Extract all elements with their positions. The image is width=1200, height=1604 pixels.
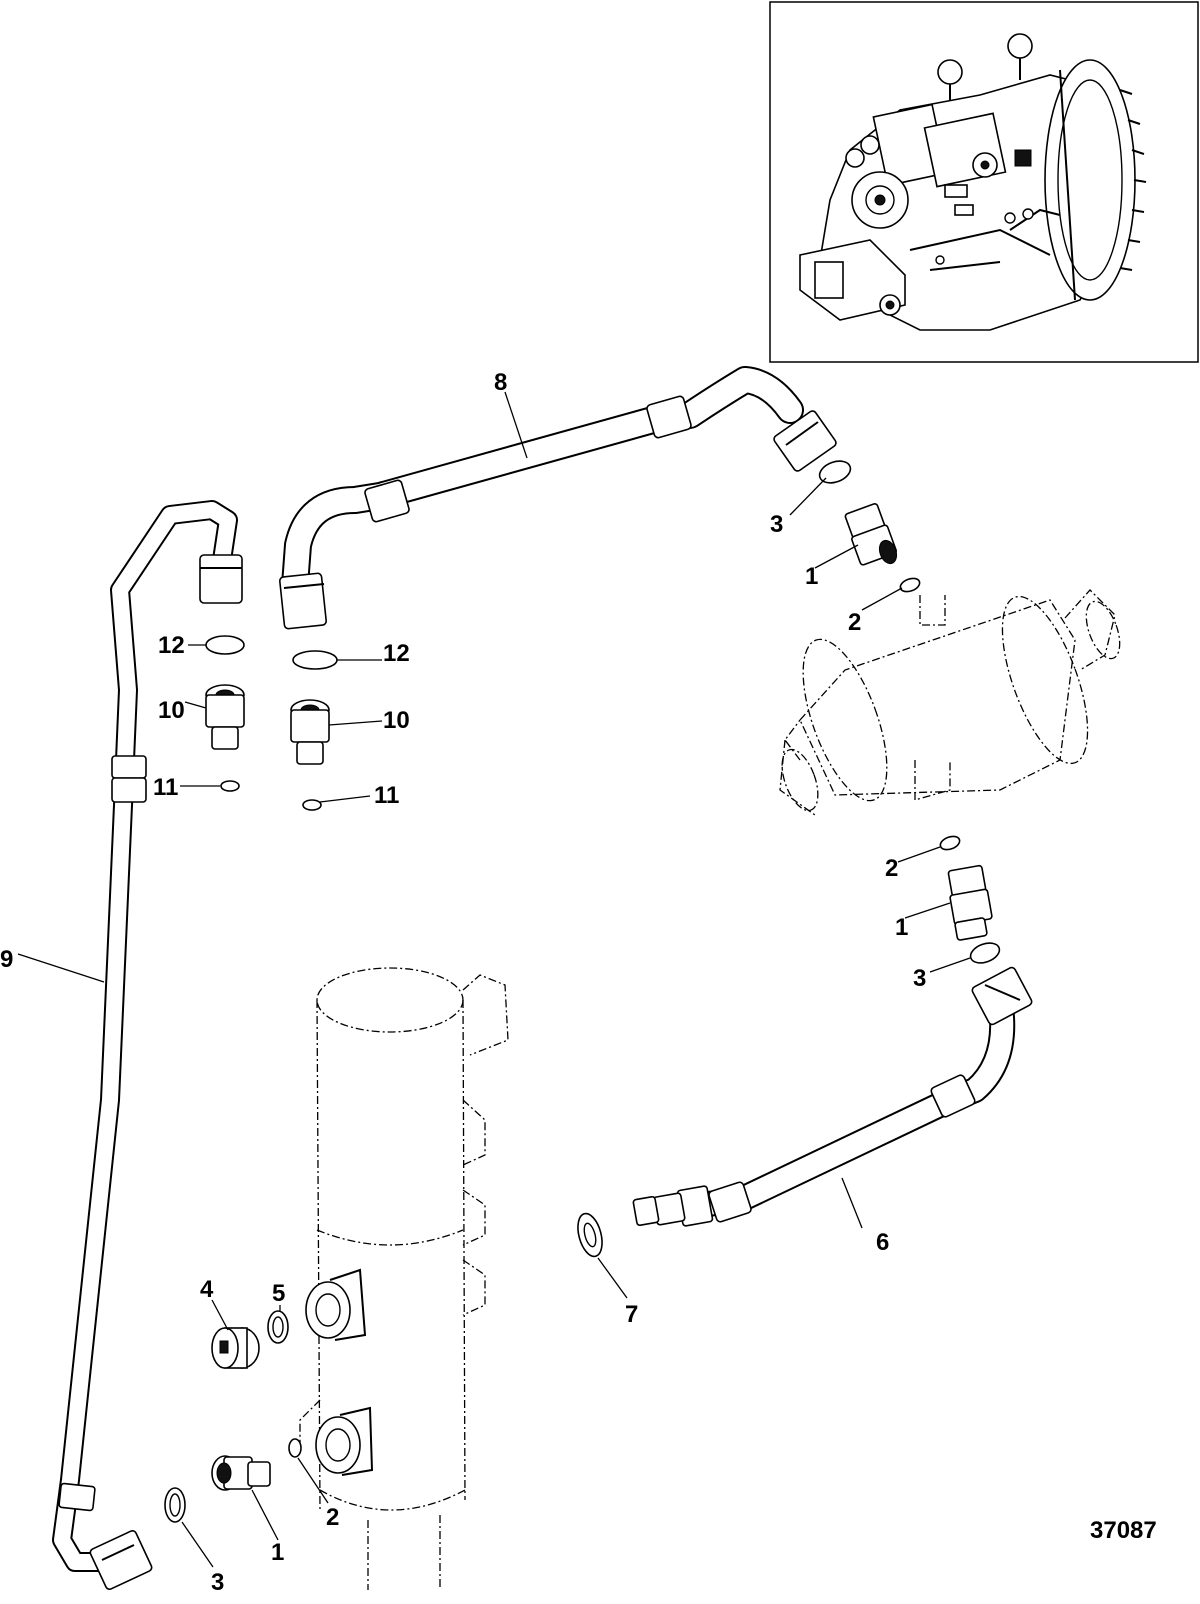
callout-6: 6 bbox=[876, 1229, 889, 1256]
o-ring-11b bbox=[302, 799, 322, 811]
sealing-washer-3a bbox=[818, 460, 852, 484]
callout-3-upper: 3 bbox=[770, 511, 783, 538]
inset-overview bbox=[769, 1, 1199, 363]
o-ring-2a bbox=[899, 577, 921, 593]
callout-11-left: 11 bbox=[153, 774, 178, 801]
o-ring-2c bbox=[288, 1438, 302, 1458]
small-parts bbox=[164, 460, 1001, 1523]
callout-2-lower-right: 2 bbox=[885, 855, 898, 882]
plug-4 bbox=[211, 1327, 260, 1369]
callout-10-right: 10 bbox=[383, 707, 410, 734]
o-ring-2b bbox=[939, 835, 961, 851]
callout-1-bottom: 1 bbox=[271, 1539, 284, 1566]
callout-7: 7 bbox=[625, 1301, 638, 1328]
fitting-1a bbox=[844, 503, 898, 566]
fitting-1c bbox=[211, 1455, 271, 1491]
tube-9 bbox=[52, 500, 243, 1590]
oil-cooler-ghost bbox=[299, 967, 509, 1590]
callout-12-right: 12 bbox=[383, 640, 410, 667]
fitting-10b bbox=[290, 699, 330, 765]
callout-12-left: 12 bbox=[158, 632, 185, 659]
callout-9: 9 bbox=[0, 946, 13, 973]
callout-11-right: 11 bbox=[374, 782, 399, 809]
callout-1-lower-right: 1 bbox=[895, 914, 908, 941]
callout-8: 8 bbox=[494, 369, 507, 396]
callout-2-bottom: 2 bbox=[326, 1504, 339, 1531]
fitting-1b bbox=[947, 864, 993, 941]
o-ring-11a bbox=[220, 780, 240, 792]
hose-6 bbox=[632, 966, 1033, 1227]
transmission-assembly-icon bbox=[799, 33, 1147, 331]
figure-number: 37087 bbox=[1090, 1517, 1157, 1544]
hose-8 bbox=[278, 366, 837, 630]
sealing-washer-12b bbox=[292, 650, 338, 670]
callout-10-left: 10 bbox=[158, 697, 185, 724]
callout-3-lower-right: 3 bbox=[913, 965, 926, 992]
sealing-washer-12a bbox=[205, 635, 245, 655]
fitting-10a bbox=[205, 684, 245, 750]
callout-2-upper: 2 bbox=[848, 609, 861, 636]
callout-4: 4 bbox=[200, 1276, 214, 1303]
callout-1-upper: 1 bbox=[805, 563, 818, 590]
callout-labels: 8 3 1 2 12 12 10 10 11 11 9 2 1 3 6 7 4 … bbox=[0, 369, 926, 1596]
heat-exchanger-ghost bbox=[779, 589, 1121, 816]
callout-5: 5 bbox=[272, 1280, 285, 1307]
sealing-washer-3b bbox=[969, 942, 1001, 964]
callout-3-bottom: 3 bbox=[211, 1569, 224, 1596]
leader-lines bbox=[17, 391, 971, 1568]
